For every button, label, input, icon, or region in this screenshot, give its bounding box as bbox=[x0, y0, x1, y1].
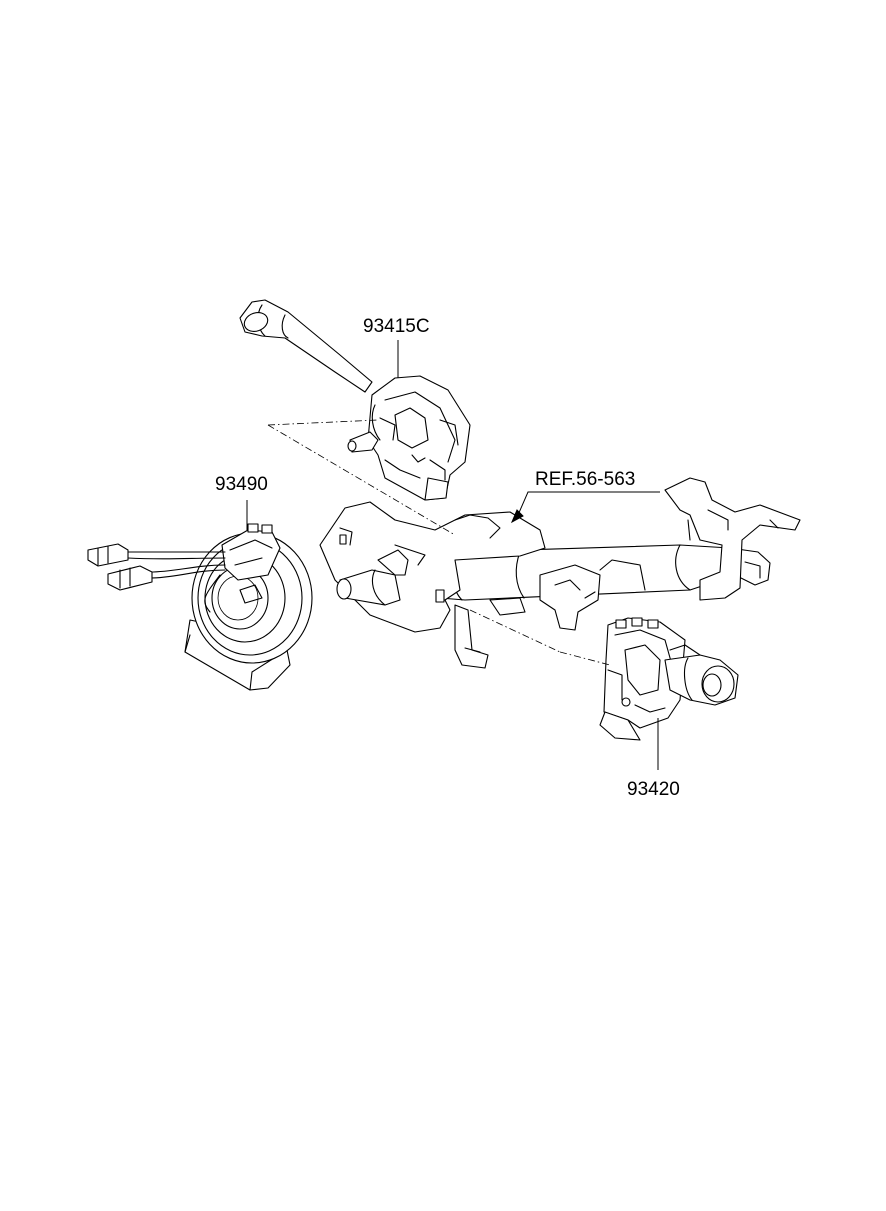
wiper-switch-part bbox=[599, 617, 739, 770]
part-number-93420-label: 93420 bbox=[627, 779, 680, 800]
part-number-93490-label: 93490 bbox=[215, 474, 268, 495]
reference-leader bbox=[510, 491, 660, 524]
part-number-93415c-label: 93415C bbox=[363, 316, 430, 337]
assembly-center-lines bbox=[267, 419, 611, 666]
clock-spring-part bbox=[87, 500, 313, 691]
reference-56-563-label: REF.56-563 bbox=[535, 469, 636, 490]
steering-column-assembly bbox=[319, 477, 801, 669]
multifunction-switch-part bbox=[239, 299, 471, 501]
